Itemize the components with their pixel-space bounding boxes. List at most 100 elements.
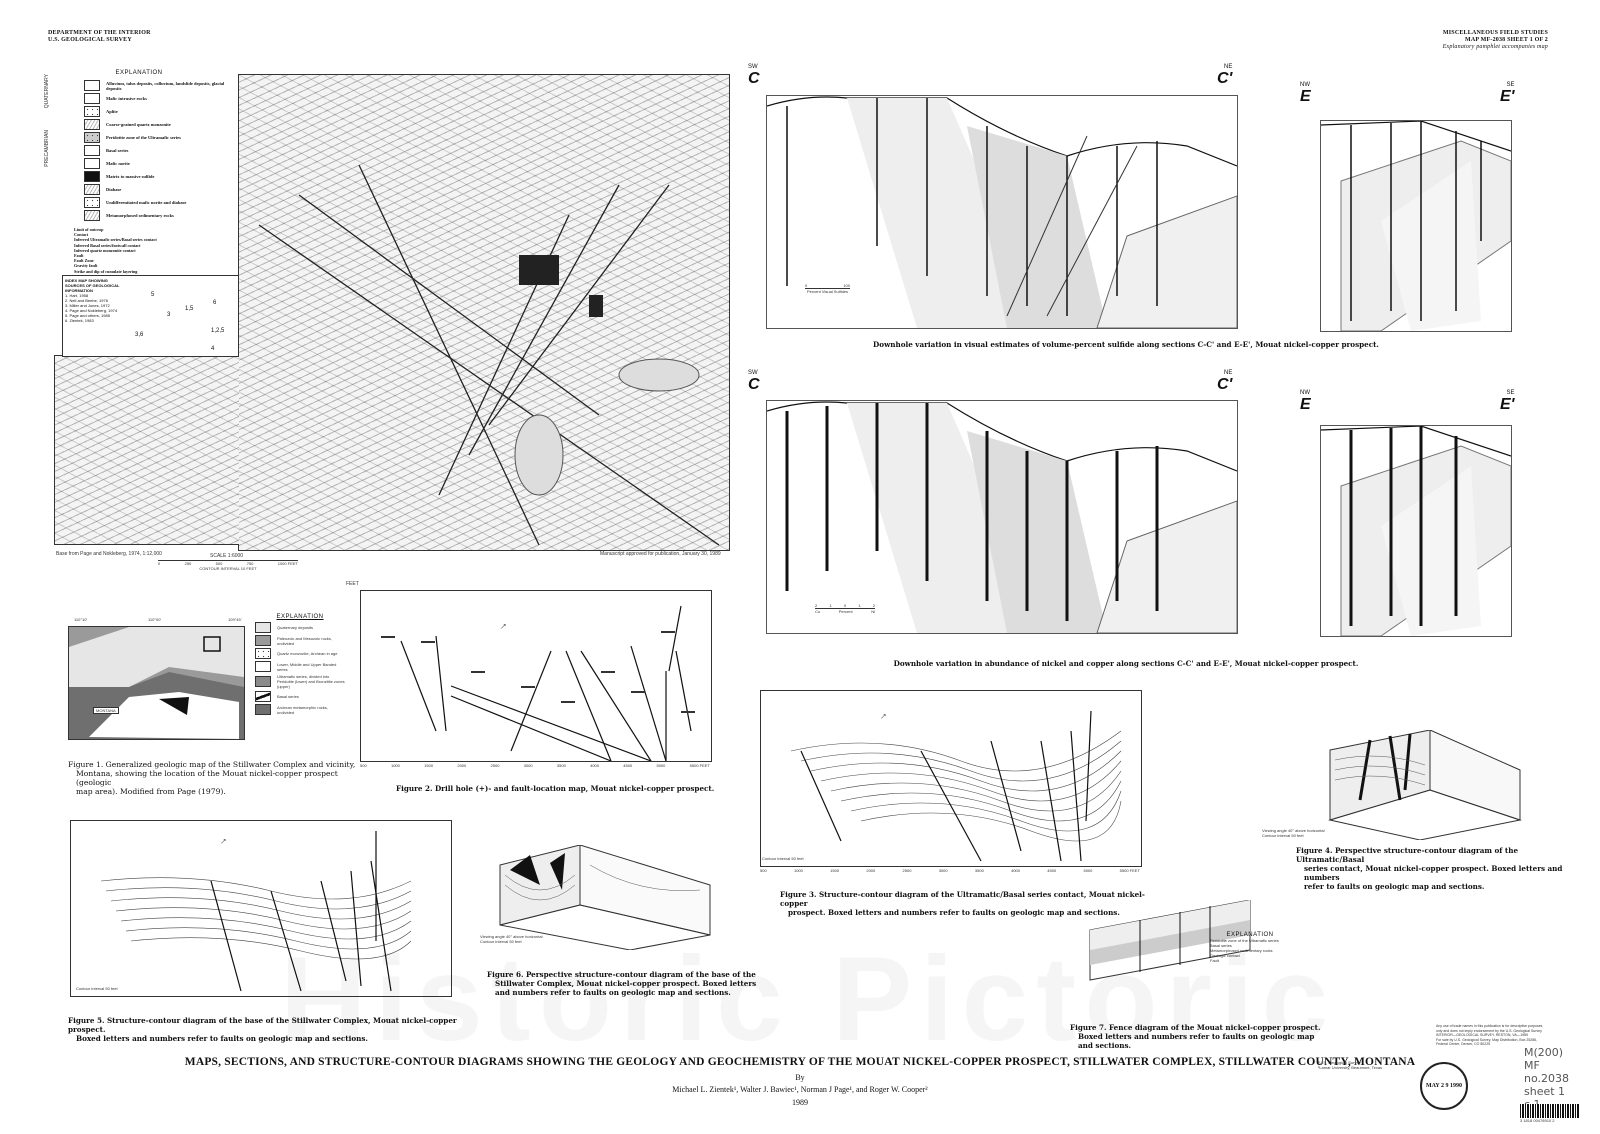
ee-top-labels: NW E <box>1300 82 1311 105</box>
unit-row: Metamorphosed sedimentary rocks <box>84 210 234 221</box>
figure1-legend: EXPLANATION Quaternary deposits Paleozoi… <box>255 614 345 717</box>
figure7-block <box>1089 899 1251 981</box>
unit-list: Alluvium, talus deposits, colluvium, lan… <box>84 80 234 221</box>
publication-notes: Any use of trade names in this publicati… <box>1436 1024 1543 1046</box>
figure5-caption: Figure 5. Structure-contour diagram of t… <box>68 1016 457 1043</box>
swatch-archean <box>255 704 271 715</box>
age-precambrian: PRECAMBRIAN <box>44 130 50 167</box>
unit-row: Undifferentiated mafic norite and diabas… <box>84 197 234 208</box>
library-stamp: MAY 2 9 1990 <box>1420 1062 1468 1110</box>
geologic-map-upper <box>238 74 730 551</box>
swatch-ultramafic <box>255 676 271 687</box>
svg-text:→: → <box>875 708 890 723</box>
figure4-caption: Figure 4. Perspective structure-contour … <box>1296 846 1563 891</box>
age-quaternary: QUATERNARY <box>44 74 50 109</box>
swatch-quaternary <box>255 622 271 633</box>
figure2-caption: Figure 2. Drill hole (+)- and fault-loca… <box>396 784 715 793</box>
explanation-title: EXPLANATION <box>115 70 163 76</box>
section-cc-nicu <box>766 400 1238 634</box>
geologic-map-lower-left <box>54 355 239 545</box>
authors: Michael L. Zientek¹, Walter J. Bawiec¹, … <box>672 1085 928 1094</box>
unit-row: Matrix to massive sulfide <box>84 171 234 182</box>
ee-top-labels-right: SE E' <box>1500 82 1515 105</box>
figure1-map: MONTANA <box>68 626 245 740</box>
figure3-xaxis: 500 1000 1500 2000 2500 3000 3500 4000 4… <box>760 868 1140 873</box>
figure7-fence <box>1080 899 1280 1010</box>
unit-row: Mafic norite <box>84 158 234 169</box>
swatch-symbol <box>84 145 100 156</box>
figure3-caption: Figure 3. Structure-contour diagram of t… <box>780 890 1145 917</box>
swatch-dense <box>84 132 100 143</box>
figure2-xaxis: 500 1000 1500 2000 2500 3000 3500 4000 4… <box>360 763 710 768</box>
swatch-cross <box>84 119 100 130</box>
caption-nicu-sections: Downhole variation in abundance of nicke… <box>893 659 1359 668</box>
section-ee-nicu-linework <box>1321 426 1511 636</box>
swatch-quartz-monzonite <box>255 648 271 659</box>
figure6-caption: Figure 6. Perspective structure-contour … <box>487 970 757 997</box>
swatch-stipple <box>84 106 100 117</box>
figure3-contours: → <box>790 708 1122 862</box>
sulfide-legend: 0 100 Percent Visual Sulfides <box>805 283 850 294</box>
unit-row: Aplite <box>84 106 234 117</box>
agency-header: DEPARTMENT OF THE INTERIOR U.S. GEOLOGIC… <box>48 30 151 44</box>
caption-sulfide-sections: Downhole variation in visual estimates o… <box>873 340 1379 349</box>
figure7-legend: EXPLANATION Peridotite zone of the Ultra… <box>1210 932 1279 963</box>
figure3-plot: → <box>760 690 1142 867</box>
figure6-block <box>499 844 711 951</box>
map-number: MAP MF-2038 SHEET 1 OF 2 <box>1465 37 1548 43</box>
figure1-linework <box>69 627 244 739</box>
figure4-notes: Viewing angle 40° above horizontal Conto… <box>1262 828 1325 838</box>
scale-title: SCALE 1:6000 <box>210 553 244 559</box>
scale-bar: 0 250 500 750 1000 FEET CONTOUR INTERVAL… <box>158 560 298 571</box>
survey-label: U.S. GEOLOGICAL SURVEY <box>48 37 132 43</box>
swatch-symbol <box>84 158 100 169</box>
nicu-legend: 2 1 0 1 2 Cu Percent Ni <box>815 603 875 614</box>
publication-year: 1989 <box>792 1098 808 1107</box>
figure5-plot: → <box>70 820 452 997</box>
by-label: By <box>795 1073 805 1082</box>
svg-text:→: → <box>495 618 510 633</box>
handwritten-call-number: M(200) MF no.2038 sheet 1 c.1 <box>1524 1046 1569 1111</box>
department-label: DEPARTMENT OF THE INTERIOR <box>48 30 151 36</box>
section-ee-nicu <box>1320 425 1512 637</box>
figure7-caption: Figure 7. Fence diagram of the Mouat nic… <box>1070 1023 1321 1050</box>
cc-bottom-labels: SW C <box>748 370 760 393</box>
section-cc-linework <box>767 96 1237 328</box>
cc-top-labels: SW C <box>748 64 760 87</box>
cc-top-labels-right: NE C' <box>1217 64 1233 87</box>
affiliations: ¹U.S. Geological Survey ²Lamar Universit… <box>1318 1060 1383 1070</box>
ee-bottom-labels-right: SE E' <box>1500 390 1515 413</box>
swatch-basal <box>255 691 271 702</box>
swatch-black <box>84 171 100 182</box>
series-header: MISCELLANEOUS FIELD STUDIES MAP MF-2038 … <box>1443 30 1548 51</box>
swatch-paleozoic <box>255 635 271 646</box>
approval-note: Manuscript approved for publication, Jan… <box>600 551 721 557</box>
series-label: MISCELLANEOUS FIELD STUDIES <box>1442 30 1548 36</box>
map-linework <box>258 164 720 546</box>
section-ee-sulfide <box>1320 120 1512 332</box>
figure6-notes: Viewing angle 40° above horizontal Conto… <box>480 934 543 944</box>
figure6-perspective <box>470 844 770 951</box>
barcode-bars <box>1520 1104 1580 1118</box>
figure5-contours: → <box>100 831 412 992</box>
unit-row: Mafic intrusive rocks <box>84 93 234 104</box>
barcode: 3 1818 00478910 2 <box>1520 1104 1580 1123</box>
unit-row: Coarse-grained quartz monzonite <box>84 119 234 130</box>
swatch-blank <box>84 80 100 91</box>
figure1-caption: Figure 1. Generalized geologic map of th… <box>68 760 356 796</box>
unit-row: Basal series <box>84 145 234 156</box>
ee-bottom-labels: NW E <box>1300 390 1311 413</box>
swatch-symbol <box>84 93 100 104</box>
map-explanation: EXPLANATION QUATERNARY PRECAMBRIAN Alluv… <box>44 70 234 355</box>
swatch-stipple <box>84 197 100 208</box>
sheet-title: MAPS, SECTIONS, AND STRUCTURE-CONTOUR DI… <box>184 1056 1416 1068</box>
unit-row: Diabase <box>84 184 234 195</box>
section-ee-linework <box>1321 121 1511 331</box>
section-cc-sulfide <box>766 95 1238 329</box>
swatch-hatch <box>84 184 100 195</box>
watermark: Historic Pictoric <box>280 930 1336 1068</box>
svg-text:→: → <box>215 833 230 848</box>
cc-bottom-labels-right: NE C' <box>1217 370 1233 393</box>
unit-row: Peridotite zone of the Ultramafic series <box>84 132 234 143</box>
swatch-hatch <box>84 210 100 221</box>
